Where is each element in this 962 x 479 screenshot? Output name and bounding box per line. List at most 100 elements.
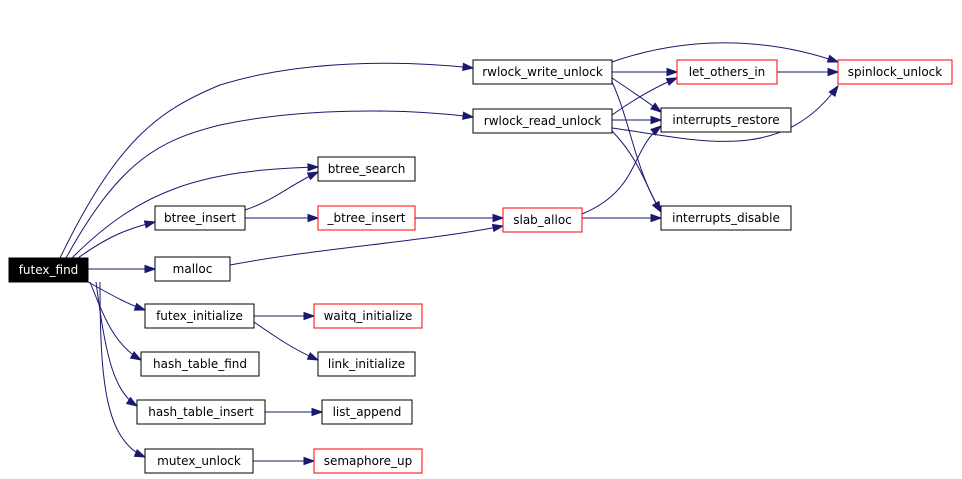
edge-line (244, 171, 319, 211)
node-box[interactable] (676, 59, 778, 85)
node-label: slab_alloc (513, 213, 572, 227)
node-rwlock-write-unlock[interactable]: rwlock_write_unlock (472, 59, 613, 85)
edge-rwlock_write_unlock-to-let_others_in (612, 67, 679, 77)
node-link-initialize[interactable]: link_initialize (317, 351, 416, 377)
node-box[interactable] (321, 399, 413, 425)
node-box[interactable] (8, 257, 89, 283)
edge-futex_find-to-btree_search (71, 163, 320, 259)
node-box[interactable] (317, 205, 416, 231)
node-box[interactable] (502, 207, 583, 233)
edge-line (99, 281, 146, 458)
node-box[interactable] (660, 205, 792, 231)
node-label: list_append (333, 405, 402, 419)
node-futex-find[interactable]: futex_find (8, 257, 89, 283)
edge-rwlock_read_unlock-to-interrupts_restore (612, 115, 663, 125)
edge-hash_table_insert-to-list_append (265, 407, 324, 417)
node-label: rwlock_write_unlock (482, 65, 603, 79)
node-semaphore-up[interactable]: semaphore_up (313, 448, 423, 474)
node-interrupts-disable[interactable]: interrupts_disable (660, 205, 792, 231)
edge-futex_find-to-hash_table_insert (95, 281, 139, 407)
node-label: futex_initialize (156, 309, 243, 323)
edge-arrowhead (143, 220, 157, 229)
edge-btree_insert-to-btree_search (244, 171, 320, 211)
edge-arrowhead (492, 213, 505, 223)
node-label: spinlock_unlock (848, 65, 943, 79)
node-spinlock-unlock[interactable]: spinlock_unlock (837, 59, 953, 85)
node-label: rwlock_read_unlock (484, 114, 601, 128)
edge-let_others_in-to-spinlock_unlock (777, 67, 840, 77)
node-label: link_initialize (328, 357, 405, 371)
edges-layer (59, 42, 840, 466)
node-box[interactable] (472, 108, 613, 134)
edge-btree_insert-to-_btree_insert (245, 213, 320, 223)
node-futex-initialize[interactable]: futex_initialize (144, 303, 255, 329)
node-box[interactable] (313, 448, 423, 474)
node--btree-insert[interactable]: _btree_insert (317, 205, 416, 231)
node-hash-table-find[interactable]: hash_table_find (140, 351, 260, 377)
node-slab-alloc[interactable]: slab_alloc (502, 207, 583, 233)
node-waitq-initialize[interactable]: waitq_initialize (313, 303, 423, 329)
edge-line (71, 166, 319, 259)
edge-line (95, 281, 138, 407)
node-label: hash_table_insert (148, 405, 254, 419)
edge-slab_alloc-to-interrupts_disable (582, 213, 663, 223)
node-box[interactable] (313, 303, 423, 329)
edge-line (611, 42, 839, 63)
node-let-others-in[interactable]: let_others_in (676, 59, 778, 85)
edge-arrowhead (650, 125, 663, 136)
node-rwlock-read-unlock[interactable]: rwlock_read_unlock (472, 108, 613, 134)
node-label: btree_insert (164, 211, 236, 225)
edge-rwlock_read_unlock-to-let_others_in (611, 77, 679, 116)
node-box[interactable] (144, 448, 254, 474)
edge-arrowhead (303, 311, 316, 321)
node-label: waitq_initialize (324, 309, 413, 323)
edge-arrowhead (462, 62, 475, 72)
edge-line (581, 125, 662, 215)
edge-line (65, 110, 474, 259)
edge-futex_find-to-malloc (88, 264, 157, 274)
node-hash-table-insert[interactable]: hash_table_insert (136, 399, 266, 425)
node-btree-search[interactable]: btree_search (317, 156, 416, 182)
node-label: malloc (173, 262, 213, 276)
node-interrupts-restore[interactable]: interrupts_restore (660, 107, 792, 133)
edge-slab_alloc-to-interrupts_restore (581, 125, 663, 215)
edge-arrowhead (307, 163, 320, 172)
edge-arrowhead (307, 213, 320, 223)
edge-line (77, 221, 156, 259)
edge-arrowhead (826, 54, 840, 63)
node-label: let_others_in (689, 65, 766, 79)
node-list-append[interactable]: list_append (321, 399, 413, 425)
node-box[interactable] (837, 59, 953, 85)
edge-arrowhead (650, 115, 663, 125)
node-box[interactable] (472, 59, 613, 85)
edge-arrowhead (311, 407, 324, 417)
edge-arrowhead (491, 223, 505, 233)
node-btree-insert[interactable]: btree_insert (154, 205, 246, 231)
node-box[interactable] (660, 107, 792, 133)
edge-arrowhead (652, 200, 662, 214)
edge-futex_initialize-to-waitq_initialize (254, 311, 316, 321)
edge-malloc-to-slab_alloc (229, 223, 505, 266)
node-malloc[interactable]: malloc (154, 256, 231, 282)
edge-arrowhead (650, 102, 663, 113)
node-box[interactable] (154, 256, 231, 282)
edge-arrowhead (827, 67, 840, 77)
edge-rwlock_read_unlock-to-spinlock_unlock (611, 84, 839, 142)
edge-arrowhead (144, 264, 157, 274)
node-box[interactable] (136, 399, 266, 425)
node-box[interactable] (144, 303, 255, 329)
edge-rwlock_write_unlock-to-interrupts_restore (611, 77, 663, 113)
node-box[interactable] (154, 205, 246, 231)
edge-rwlock_write_unlock-to-spinlock_unlock (611, 42, 840, 63)
node-box[interactable] (317, 351, 416, 377)
edge-arrowhead (133, 449, 147, 458)
edge-futex_find-to-futex_initialize (87, 281, 147, 311)
node-box[interactable] (140, 351, 260, 377)
node-mutex-unlock[interactable]: mutex_unlock (144, 448, 254, 474)
edge-arrowhead (650, 213, 663, 223)
node-box[interactable] (317, 156, 416, 182)
edge-arrowhead (665, 77, 679, 86)
edge-futex_find-to-mutex_unlock (99, 281, 147, 458)
node-label: btree_search (328, 162, 406, 176)
